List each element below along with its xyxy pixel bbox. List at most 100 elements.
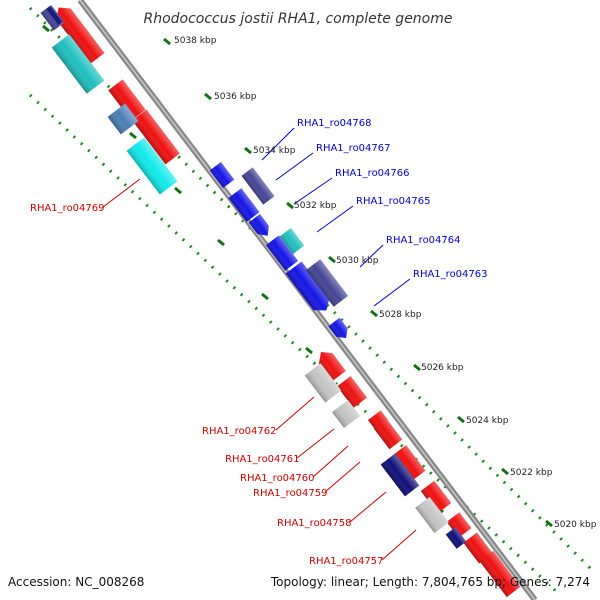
gene-label-reverse[interactable]: RHA1_ro04759 bbox=[253, 488, 328, 499]
gene-feature[interactable] bbox=[132, 109, 180, 165]
gene-feature[interactable] bbox=[107, 103, 139, 135]
gene-feature[interactable] bbox=[108, 79, 146, 121]
gene-feature[interactable] bbox=[40, 5, 64, 31]
gene-feature[interactable] bbox=[420, 480, 452, 514]
ruler-tick bbox=[286, 201, 294, 210]
gene-feature[interactable] bbox=[337, 376, 367, 408]
gene-label-reverse[interactable]: RHA1_ro04758 bbox=[277, 518, 352, 529]
tick-label: 5038 kbp bbox=[174, 36, 217, 46]
gene-label-reverse[interactable]: RHA1_ro04760 bbox=[240, 473, 315, 484]
tick-label: 5020 kbp bbox=[554, 520, 597, 530]
gene-shading bbox=[51, 34, 105, 94]
gene-feature[interactable] bbox=[314, 347, 346, 382]
gene-label-reverse[interactable]: RHA1_ro04757 bbox=[309, 556, 384, 567]
accession-text: Accession: NC_008268 bbox=[8, 575, 144, 589]
label-leader-line bbox=[102, 178, 141, 208]
gene-feature[interactable] bbox=[392, 445, 426, 481]
gene-shading bbox=[331, 399, 361, 429]
tick-label: 5026 kbp bbox=[421, 363, 464, 373]
gene-shading bbox=[265, 235, 299, 271]
gene-feature[interactable] bbox=[328, 317, 351, 342]
gene-feature[interactable] bbox=[463, 532, 493, 564]
tick-label: 5022 kbp bbox=[510, 468, 553, 478]
label-leader-line bbox=[359, 244, 384, 268]
label-leader-line bbox=[373, 278, 411, 307]
gene-features bbox=[40, 2, 521, 598]
gene-feature[interactable] bbox=[228, 188, 260, 222]
gene-shading bbox=[415, 496, 449, 534]
gene-feature[interactable] bbox=[415, 496, 449, 534]
gene-shading bbox=[40, 5, 64, 31]
gene-feature[interactable] bbox=[241, 167, 275, 205]
tick-label: 5034 kbp bbox=[253, 146, 296, 156]
gene-feature[interactable] bbox=[380, 453, 420, 497]
gene-shading bbox=[368, 410, 388, 430]
gene-feature[interactable] bbox=[304, 363, 342, 403]
map-title: Rhodococcus jostii RHA1, complete genome bbox=[143, 11, 452, 27]
gene-shading bbox=[279, 228, 305, 254]
ruler-tick bbox=[174, 186, 182, 195]
gene-shading bbox=[56, 7, 105, 64]
tick-label: 5028 kbp bbox=[379, 310, 422, 320]
gene-shading bbox=[463, 532, 493, 564]
gene-feature[interactable] bbox=[51, 34, 105, 94]
gene-shading bbox=[318, 352, 346, 382]
gene-shading bbox=[479, 550, 521, 598]
gene-feature[interactable] bbox=[331, 399, 361, 429]
gene-feature[interactable] bbox=[373, 418, 403, 450]
ruler-tick bbox=[370, 309, 378, 318]
gene-label-reverse[interactable]: RHA1_ro04762 bbox=[202, 426, 277, 437]
ruler-tick bbox=[413, 363, 421, 372]
gene-shading bbox=[328, 317, 348, 338]
label-leader-line bbox=[296, 428, 335, 459]
gene-feature[interactable] bbox=[51, 2, 105, 64]
gene-shading bbox=[304, 363, 342, 403]
gene-feature[interactable] bbox=[209, 162, 235, 188]
ruler-tick bbox=[328, 255, 336, 264]
gene-label-forward[interactable]: RHA1_ro04765 bbox=[356, 196, 431, 207]
gene-feature[interactable] bbox=[446, 512, 472, 538]
label-leader-line bbox=[293, 177, 333, 205]
gene-shading bbox=[445, 527, 467, 549]
label-leader-line bbox=[275, 152, 314, 181]
gene-shading bbox=[228, 188, 260, 222]
gene-shading bbox=[305, 259, 349, 307]
label-leader-line bbox=[316, 205, 354, 233]
ruler-tick bbox=[42, 24, 50, 33]
gene-feature[interactable] bbox=[305, 259, 349, 307]
topology-text: Topology: linear; Length: 7,804,765 bp; … bbox=[270, 575, 590, 589]
gene-feature[interactable] bbox=[479, 550, 521, 598]
gene-label-forward[interactable]: RHA1_ro04768 bbox=[297, 118, 372, 129]
gene-feature[interactable] bbox=[265, 235, 299, 271]
ruler-tick bbox=[261, 292, 269, 301]
gene-feature[interactable] bbox=[279, 228, 305, 254]
ruler-tick bbox=[501, 467, 509, 476]
gene-feature[interactable] bbox=[248, 214, 273, 240]
gene-label-forward[interactable]: RHA1_ro04764 bbox=[386, 235, 461, 246]
ruler-tick bbox=[244, 146, 252, 155]
label-leader-line bbox=[349, 491, 387, 523]
gene-shading bbox=[248, 214, 269, 236]
gene-feature[interactable] bbox=[368, 410, 388, 430]
gene-shading bbox=[107, 103, 139, 135]
gene-feature[interactable] bbox=[285, 261, 335, 316]
ruler-tick bbox=[204, 92, 212, 101]
gene-feature[interactable] bbox=[126, 137, 178, 195]
gene-shading bbox=[132, 109, 180, 165]
gene-label-forward[interactable]: RHA1_ro04763 bbox=[413, 269, 488, 280]
gene-feature[interactable] bbox=[46, 5, 64, 25]
gene-shading bbox=[337, 376, 367, 408]
gene-label-forward[interactable]: RHA1_ro04766 bbox=[335, 168, 410, 179]
label-leaders bbox=[102, 127, 417, 561]
gene-shading bbox=[241, 167, 275, 205]
tick-label: 5032 kbp bbox=[294, 201, 337, 211]
tick-label: 5024 kbp bbox=[466, 416, 509, 426]
gene-label-reverse[interactable]: RHA1_ro04769 bbox=[30, 203, 105, 214]
tick-label: 5030 kbp bbox=[336, 256, 379, 266]
gene-shading bbox=[46, 5, 64, 25]
gene-label-reverse[interactable]: RHA1_ro04761 bbox=[225, 454, 300, 465]
gene-feature[interactable] bbox=[445, 527, 467, 549]
gene-label-forward[interactable]: RHA1_ro04767 bbox=[316, 143, 391, 154]
